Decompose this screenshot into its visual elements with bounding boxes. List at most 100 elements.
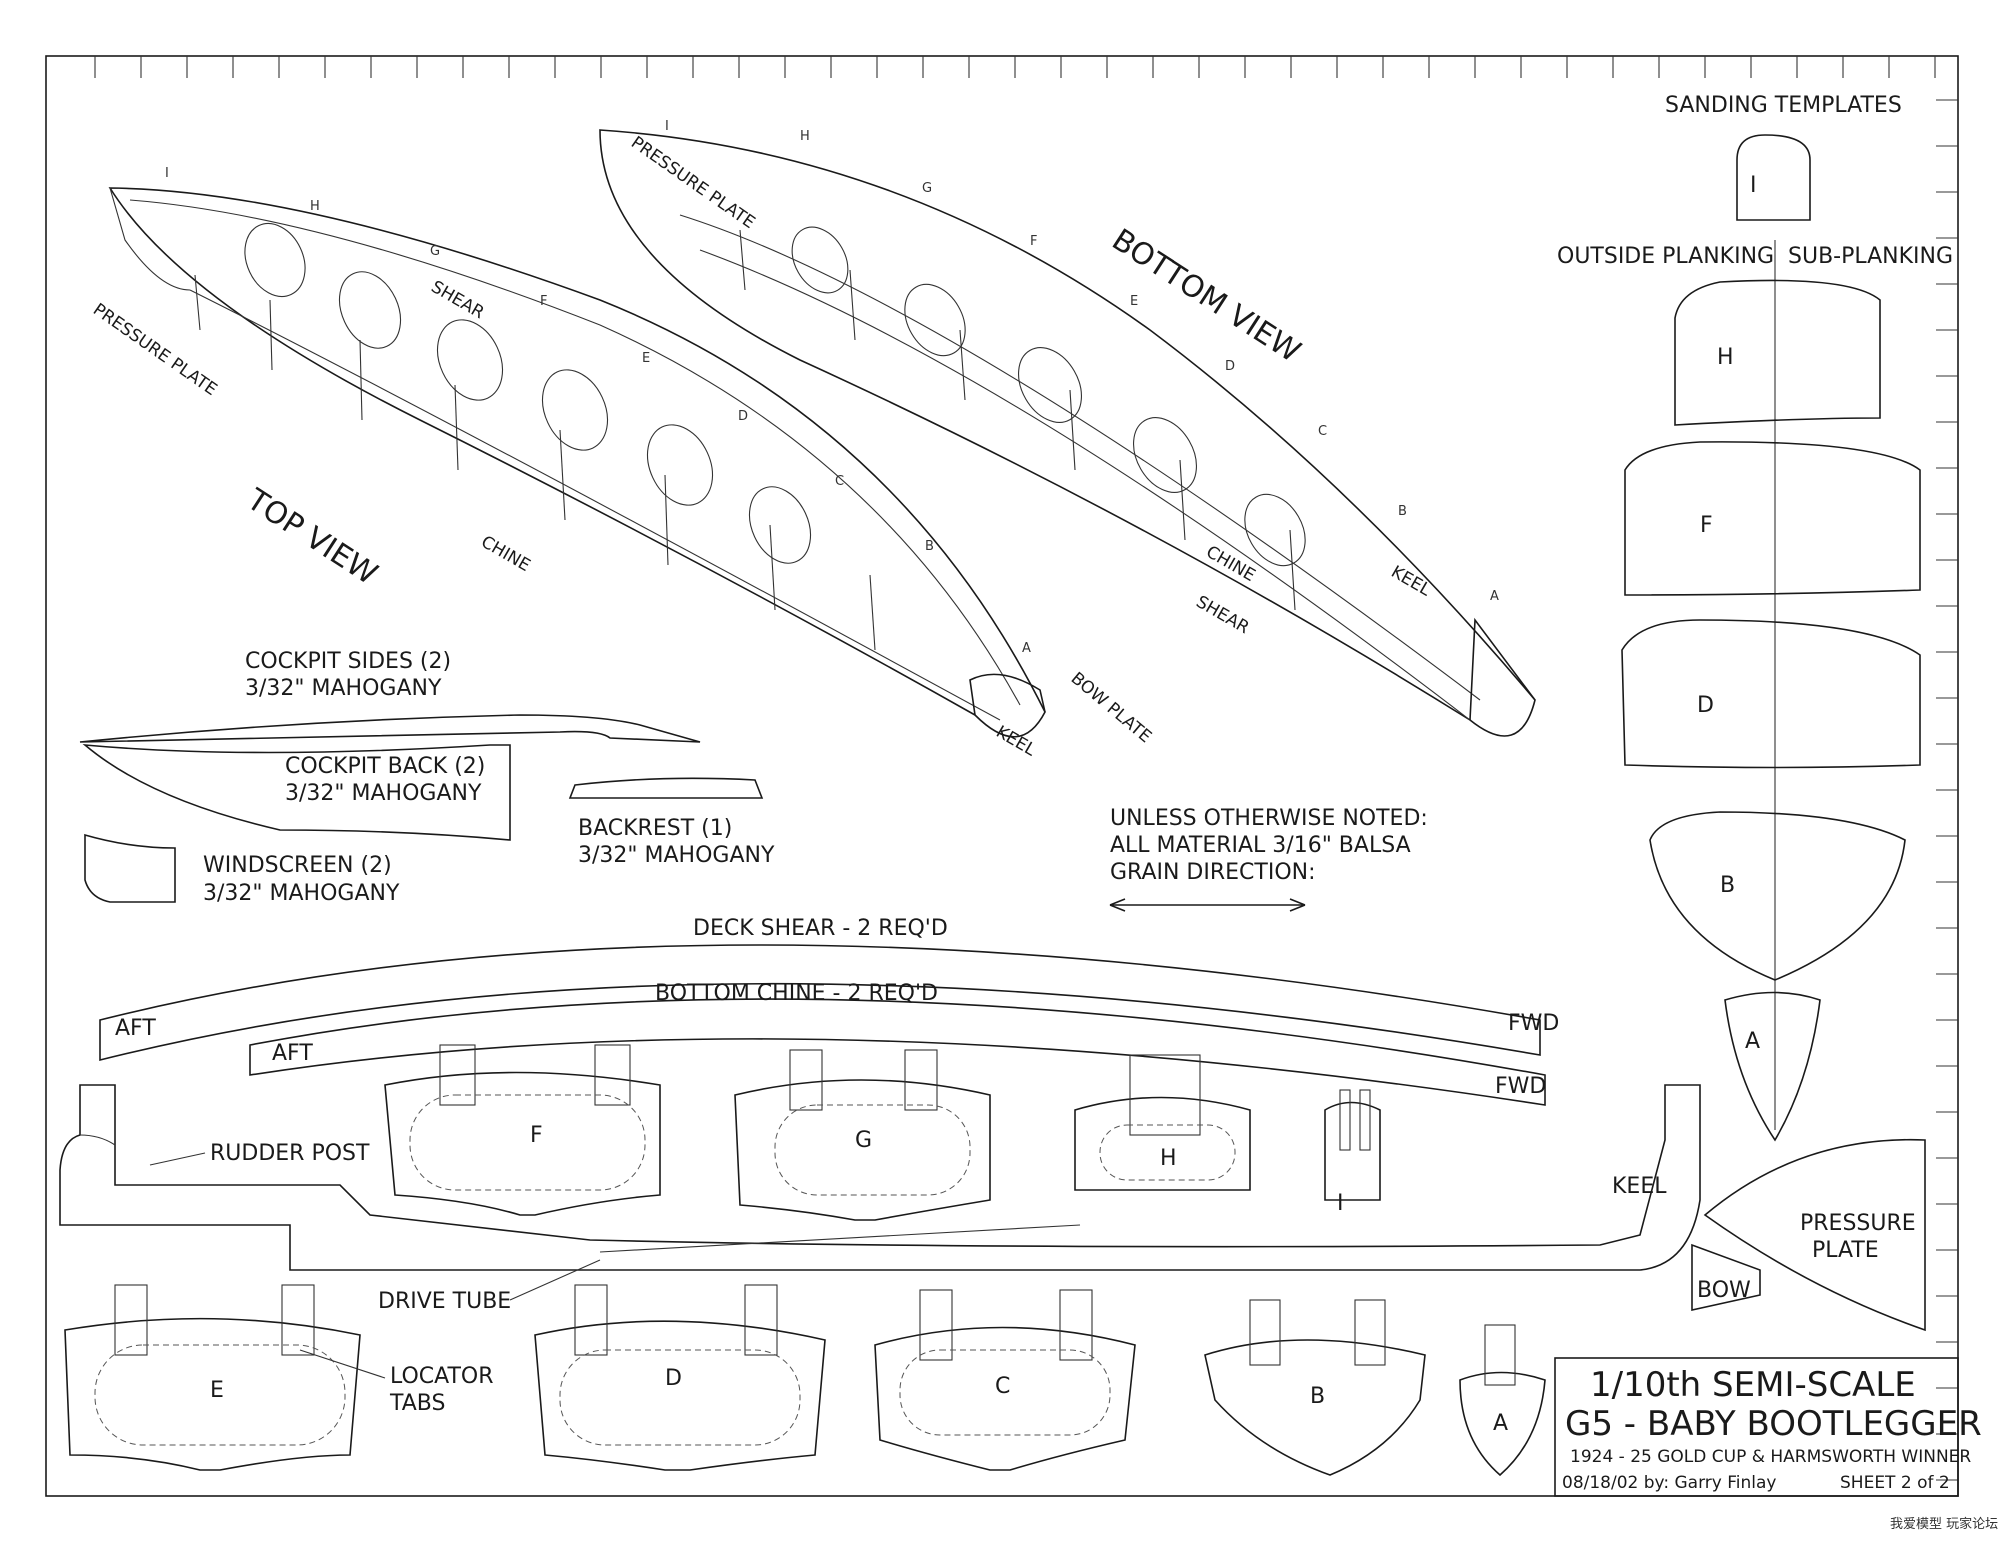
bottom-view-hull (599, 129, 1536, 737)
notes-line3: GRAIN DIRECTION: (1110, 860, 1316, 885)
sanding-templates (1621, 134, 1921, 1142)
template-i-label: I (1750, 173, 1757, 198)
title-line1: 1/10th SEMI-SCALE (1590, 1365, 1916, 1405)
station-label: C (1318, 424, 1327, 439)
rudder-post-label: RUDDER POST (210, 1141, 370, 1166)
top-pressure-plate-label: PRESSURE PLATE (89, 300, 220, 400)
windscreen-material: 3/32" MAHOGANY (203, 881, 400, 906)
template-b-label: B (1720, 873, 1735, 898)
grain-direction-arrow (1109, 898, 1306, 912)
template-a-label: A (1745, 1029, 1760, 1054)
station-label: G (430, 244, 440, 259)
bottom-view-stations: I H G F E D C B A (665, 119, 1499, 604)
deck-shear-label: DECK SHEAR - 2 REQ'D (693, 916, 948, 941)
windscreen-part (84, 833, 176, 903)
cockpit-back-label: COCKPIT BACK (2) (285, 754, 485, 779)
cockpit-sides-label: COCKPIT SIDES (2) (245, 649, 451, 674)
station-label: I (165, 166, 169, 181)
frame-a-label: A (1493, 1411, 1508, 1436)
top-shear-label: SHEAR (428, 277, 488, 323)
title-line3: 1924 - 25 GOLD CUP & HARMSWORTH WINNER (1570, 1447, 1971, 1467)
station-label: I (665, 119, 669, 134)
station-label: B (1398, 504, 1407, 519)
outside-planking-label: OUTSIDE PLANKING (1557, 244, 1774, 269)
frame-e (64, 1284, 361, 1471)
backrest-label: BACKREST (1) (578, 816, 732, 841)
frame-f-label: F (530, 1123, 543, 1148)
station-label: E (642, 351, 650, 366)
frames-top-row (384, 1044, 1381, 1221)
bottom-chine-part (249, 998, 1546, 1106)
cockpit-back-part (82, 743, 511, 841)
backrest-part (568, 777, 764, 799)
notes-line2: ALL MATERIAL 3/16" BALSA (1110, 833, 1411, 858)
frame-a (1459, 1324, 1546, 1477)
top-view-label: TOP VIEW (240, 482, 384, 592)
border-tick-marks (94, 56, 1958, 1481)
top-keel-label: KEEL (993, 722, 1040, 761)
bottom-chine-fwd: FWD (1495, 1074, 1546, 1099)
title-block (1554, 1357, 1959, 1497)
cockpit-side-part (79, 714, 701, 743)
frame-g-label: G (855, 1128, 872, 1153)
pressure-plate-label-1: PRESSURE (1800, 1211, 1916, 1236)
watermark: 我爱模型 玩家论坛 5IMX.com (1890, 1516, 2000, 1532)
bottom-chine-aft: AFT (272, 1041, 313, 1066)
bottom-chine-label: CHINE (1203, 542, 1259, 586)
station-label: H (800, 129, 810, 144)
station-label: D (738, 409, 748, 424)
bottom-shear-label: SHEAR (1193, 592, 1253, 638)
station-label: D (1225, 359, 1235, 374)
locator-tabs-label-1: LOCATOR (390, 1364, 494, 1389)
station-label: F (1030, 234, 1037, 249)
top-chine-label: CHINE (478, 532, 534, 576)
frame-f (384, 1044, 661, 1216)
deck-shear-fwd: FWD (1508, 1011, 1559, 1036)
station-label: A (1022, 641, 1031, 656)
cockpit-back-material: 3/32" MAHOGANY (285, 781, 482, 806)
station-label: G (922, 181, 932, 196)
template-h-label: H (1717, 345, 1734, 370)
frame-g (734, 1049, 991, 1221)
station-label: E (1130, 294, 1138, 309)
frame-b (1204, 1299, 1426, 1476)
bottom-keel-label: KEEL (1388, 562, 1435, 601)
cockpit-sides-material: 3/32" MAHOGANY (245, 676, 442, 701)
pressure-plate-part (1691, 1138, 1926, 1332)
frames-bottom-row (64, 1284, 1546, 1477)
top-view-hull (108, 187, 1046, 738)
frame-h-label: H (1160, 1146, 1177, 1171)
station-label: H (310, 199, 320, 214)
backrest-material: 3/32" MAHOGANY (578, 843, 775, 868)
windscreen-label: WINDSCREEN (2) (203, 853, 392, 878)
pressure-plate-label-2: PLATE (1812, 1238, 1879, 1263)
drive-tube-leader (509, 1259, 601, 1301)
keel-profile-part (59, 1084, 1701, 1271)
sub-planking-label: SUB-PLANKING (1788, 244, 1953, 269)
frame-i-label: I (1337, 1191, 1344, 1216)
bottom-chine-label: BOTTOM CHINE - 2 REQ'D (655, 981, 938, 1006)
frame-d (534, 1284, 826, 1471)
sheet-number: SHEET 2 of 2 (1840, 1473, 1950, 1493)
frame-c-label: C (995, 1374, 1010, 1399)
bow-plate-label: BOW PLATE (1067, 669, 1155, 748)
templates-heading: SANDING TEMPLATES (1665, 93, 1902, 118)
title-line2: G5 - BABY BOOTLEGGER (1565, 1404, 1982, 1444)
deck-shear-part (99, 944, 1541, 1062)
top-view-stations: I H G F E D C B A (165, 166, 1031, 656)
keel-label: KEEL (1612, 1174, 1667, 1199)
station-label: A (1490, 589, 1499, 604)
template-f-label: F (1700, 513, 1713, 538)
bow-label: BOW (1697, 1278, 1751, 1303)
locator-tabs-leader (299, 1349, 386, 1379)
notes-line1: UNLESS OTHERWISE NOTED: (1110, 806, 1428, 831)
frame-i (1324, 1089, 1381, 1201)
frame-d-label: D (665, 1366, 682, 1391)
date-author: 08/18/02 by: Garry Finlay (1562, 1473, 1776, 1493)
frame-h (1074, 1054, 1251, 1191)
station-label: C (835, 474, 844, 489)
frame-c (874, 1289, 1136, 1471)
deck-shear-aft: AFT (115, 1016, 156, 1041)
rudder-post-leader (149, 1152, 206, 1166)
